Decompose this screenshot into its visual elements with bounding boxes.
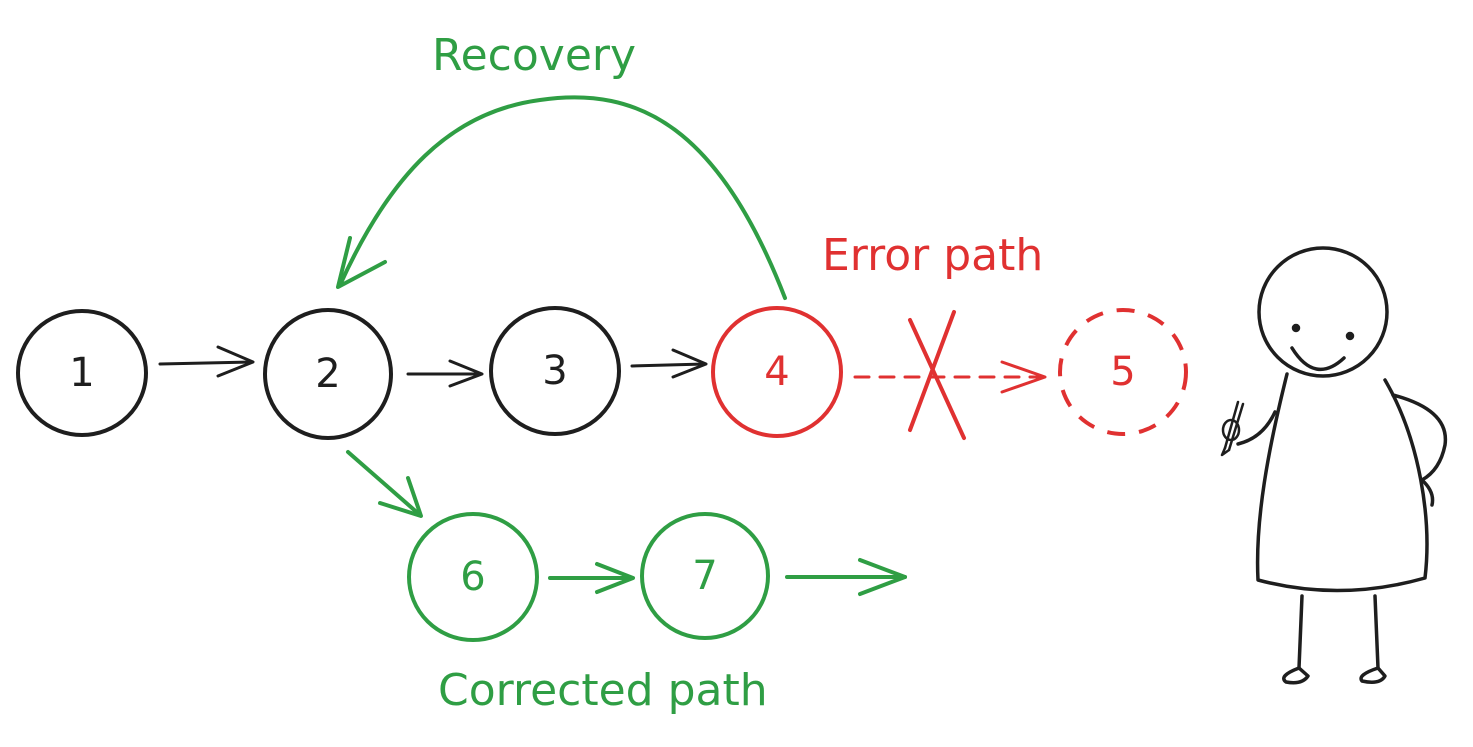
pen-icon	[1220, 400, 1245, 457]
figure-right-arm	[1391, 393, 1448, 507]
corrected-edges	[346, 450, 907, 596]
edge-7-continue-arrowhead-icon	[858, 558, 907, 596]
node-2-label: 2	[315, 351, 340, 397]
node-1-circle	[16, 309, 148, 437]
figure-head	[1257, 246, 1389, 378]
figure-body	[1255, 372, 1429, 593]
recovery-label: Recovery	[432, 30, 636, 81]
edge-3-4	[630, 362, 707, 368]
edge-2-3-arrowhead-icon	[448, 359, 484, 388]
node-1: 1	[16, 309, 148, 437]
node-7-label: 7	[692, 553, 717, 599]
figure-right-eye	[1345, 331, 1355, 341]
edge-1-2	[158, 360, 254, 366]
figure-left-foot	[1282, 666, 1310, 685]
node-3-label: 3	[542, 348, 567, 394]
node-6-circle	[407, 512, 539, 642]
recovery-arc	[338, 95, 787, 300]
figure-left-arm	[1236, 410, 1277, 446]
edge-1-2-arrowhead-icon	[216, 345, 255, 378]
node-3-circle	[489, 306, 621, 436]
node-6-label: 6	[460, 554, 485, 600]
node-2: 2	[263, 308, 393, 440]
figure-left-leg	[1297, 594, 1304, 670]
figure-smile	[1290, 346, 1346, 372]
blocked-edge	[853, 310, 1047, 440]
node-5-label: 5	[1110, 349, 1135, 395]
node-4: 4	[711, 306, 843, 438]
stick-figure-icon	[1220, 246, 1448, 685]
corrected-path-label: Corrected path	[438, 665, 768, 716]
edge-2-6-arrowhead-icon	[378, 476, 423, 518]
figure-right-leg	[1373, 594, 1380, 670]
node-2-circle	[263, 308, 393, 440]
node-5: 5	[1058, 308, 1188, 436]
recovery-edge	[336, 95, 787, 300]
blocked-cross-icon	[908, 310, 966, 440]
edge-6-7-arrowhead-icon	[595, 562, 635, 594]
recovery-arrowhead-icon	[336, 236, 387, 289]
node-4-circle	[711, 306, 843, 438]
node-7: 7	[640, 512, 770, 640]
node-1-label: 1	[69, 350, 94, 396]
figure-left-eye	[1291, 323, 1301, 333]
normal-edges	[158, 345, 708, 388]
node-7-circle	[640, 512, 770, 640]
edge-3-4-arrowhead-icon	[671, 348, 708, 379]
node-4-label: 4	[764, 349, 789, 395]
blocked-edge-arrowhead-icon	[1000, 360, 1047, 394]
edge-2-6	[346, 450, 422, 517]
figure-right-foot	[1359, 666, 1387, 684]
node-5-circle	[1058, 308, 1188, 436]
error-path-label: Error path	[822, 230, 1043, 281]
node-6: 6	[407, 512, 539, 642]
node-3: 3	[489, 306, 621, 436]
